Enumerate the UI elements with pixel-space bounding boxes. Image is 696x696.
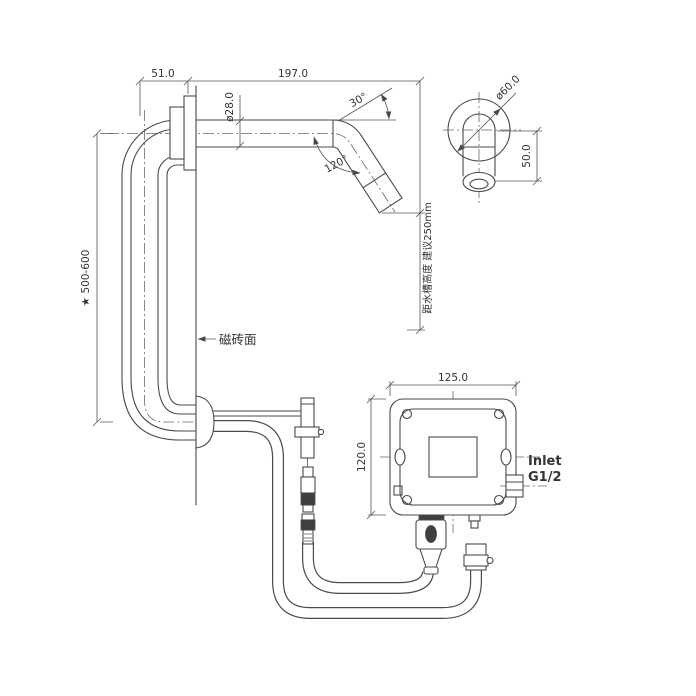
corner-screw: [401, 408, 413, 420]
mounting-slot-right: [500, 448, 512, 466]
inlet-label-line1: Inlet: [528, 454, 562, 469]
hose-clamp: [463, 554, 489, 567]
projection-dimension: 50.0: [494, 126, 542, 186]
riser-pipe: [121, 174, 168, 379]
extension-lines: [389, 381, 517, 396]
flange-diameter-label: ø60.0: [493, 73, 523, 103]
lower-elbow-inner: [166, 377, 197, 406]
sink-clearance-dimension: 距水槽高度 建议250mm: [382, 81, 434, 335]
projection-label: 50.0: [521, 144, 533, 167]
extension-lines: [494, 130, 542, 182]
box-width-label: 125.0: [438, 372, 468, 384]
dimension-ticks: [235, 116, 245, 151]
clamp-screw: [486, 556, 494, 565]
lower-elbow-outer: [121, 377, 197, 441]
wall-surface-label: 磁砖面: [219, 332, 257, 347]
sink-clearance-label: 距水槽高度 建议250mm: [421, 202, 434, 314]
spout-front-view: ø60.0 50.0: [443, 73, 542, 205]
wall-plate: [183, 95, 197, 171]
connector-segment: [302, 529, 314, 545]
dimension-ticks: [366, 394, 376, 520]
angle-30-label: 30°: [347, 91, 369, 111]
outlet-inner-ring: [469, 178, 489, 190]
wall-dome-escutcheon: [195, 395, 215, 449]
faucet-side-view: 51.0 197.0 距水槽高度 建议250mm ★ 500-600 ø28.0: [80, 68, 434, 506]
connector-tip: [423, 566, 439, 575]
wall-surface-callout: 磁砖面: [197, 332, 257, 347]
cable-hose-core: [303, 542, 433, 593]
riser-pipe-centerline: [144, 110, 222, 423]
corner-screw: [493, 408, 505, 420]
cable-connector-stack: [300, 458, 316, 545]
pipe-clamp: [294, 426, 320, 438]
lower-elbow: [157, 377, 197, 415]
connector-band-dark: [300, 519, 316, 531]
supply-hose-core: [210, 421, 481, 618]
inlet-body: [505, 474, 524, 498]
dimension-ticks: [92, 129, 102, 427]
connector-band-dark: [300, 492, 316, 506]
mount-height-dimension: ★ 500-600: [80, 129, 113, 427]
dim-197-label: 197.0: [278, 68, 308, 80]
connector-segment: [300, 476, 316, 494]
inlet-label-line2: G1/2: [528, 470, 562, 485]
angle-arc: [380, 93, 392, 120]
top-dimensions: 51.0 197.0: [135, 68, 425, 116]
connector-segment: [301, 513, 315, 521]
fitting-tip: [470, 520, 479, 529]
connector-segment: [302, 466, 314, 478]
supply-hose-end-fitting: [463, 543, 494, 571]
clamp-screw: [317, 428, 325, 436]
corner-screw: [493, 494, 505, 506]
box-width-dimension: 125.0: [385, 372, 521, 396]
angle-line: [337, 87, 393, 122]
flange-circle: [447, 98, 511, 162]
box-height-dimension: 120.0: [356, 394, 386, 520]
mounting-slot-left: [394, 448, 406, 466]
extension-lines: [100, 133, 113, 423]
box-outer: [389, 398, 517, 516]
corner-screw: [401, 494, 413, 506]
escutcheon-ring: [169, 106, 185, 160]
inlet-thread-lines: [505, 481, 524, 491]
box-cable-connector: [415, 506, 447, 575]
spout-tube: [195, 119, 403, 214]
connector-slot: [425, 525, 437, 543]
spout-diameter-label: ø28.0: [224, 92, 236, 122]
spout-centerline: [108, 133, 396, 213]
connector-hatch: [304, 533, 312, 542]
side-notch: [393, 485, 403, 496]
angle-120-label: 120°: [323, 153, 351, 175]
control-box-view: Inlet G1/2 125.0 120.0: [356, 372, 562, 575]
dim-51-label: 51.0: [151, 68, 174, 80]
dimension-line: [457, 108, 501, 152]
flange-diameter-dimension: ø60.0: [457, 73, 523, 152]
dimension-ticks: [532, 126, 542, 186]
dimension-ticks: [415, 208, 425, 335]
connector-segment: [302, 504, 314, 513]
mount-height-label: ★ 500-600: [80, 250, 92, 307]
bend-angle-annotation: 120°: [313, 136, 361, 176]
spout-joint-line: [362, 172, 387, 189]
tip-angle-annotation: 30°: [333, 87, 396, 122]
box-sensor-window: [428, 436, 478, 478]
inlet-fitting: Inlet G1/2: [500, 454, 562, 498]
elbow-inner-arc: [166, 164, 185, 176]
angle-arc: [313, 136, 361, 176]
dimension-ticks: [385, 380, 521, 390]
dimension-extension: [500, 92, 517, 109]
spout-diameter-dimension: ø28.0: [224, 92, 245, 151]
lower-elbow: [130, 377, 197, 432]
hoses-and-cable: [195, 395, 494, 619]
box-height-label: 120.0: [356, 442, 368, 472]
connector-taper: [419, 548, 443, 568]
